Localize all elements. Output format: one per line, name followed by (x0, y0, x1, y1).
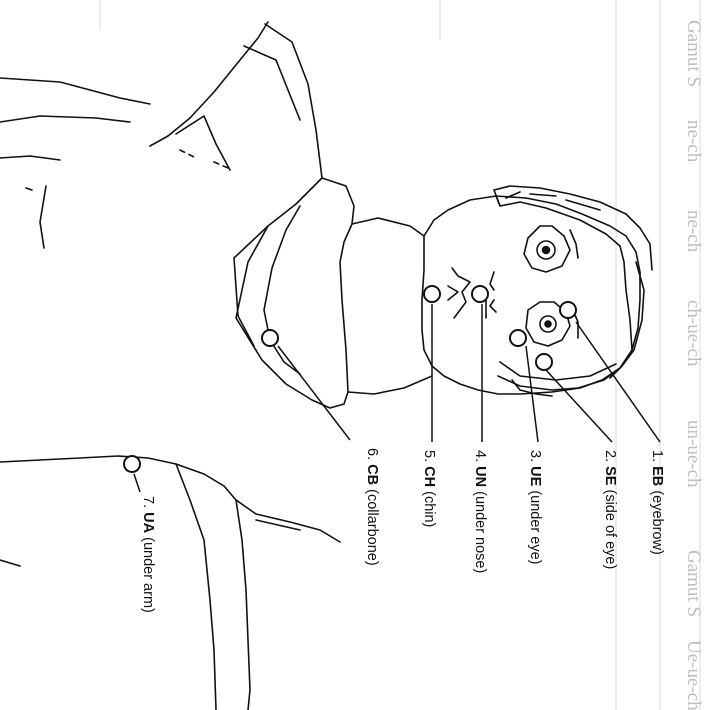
collar (236, 178, 354, 408)
point-description: (side of eye) (602, 490, 618, 570)
point-code: EB (649, 466, 665, 486)
mouth (452, 268, 470, 318)
bleed-through-text: Gamut S (682, 20, 704, 87)
neck (352, 218, 424, 236)
bleed-through-text: ch-ue-ch (682, 300, 704, 366)
marker-under-nose (472, 286, 488, 302)
point-markers (124, 286, 576, 472)
eyes (524, 226, 578, 346)
point-label-under-eye: 3. UE (under eye) (527, 450, 543, 564)
shirt-lower-line (0, 78, 150, 104)
bleed-through-text: un-ue-ch (682, 420, 704, 488)
point-label-eyebrow: 1. EB (eyebrow) (649, 450, 665, 555)
point-code: CB (364, 464, 380, 485)
point-number: 4. (472, 450, 488, 462)
point-code: UA (140, 512, 156, 533)
point-code: SE (602, 466, 618, 485)
marker-chin (424, 286, 440, 302)
leader-line-6 (278, 346, 350, 440)
point-description: (under eye) (527, 490, 543, 564)
point-number: 5. (421, 450, 437, 462)
point-description: (collarbone) (364, 489, 380, 566)
point-code: CH (421, 466, 437, 487)
leader-lines (134, 304, 660, 492)
marker-under-eye (510, 330, 526, 346)
point-label-under-arm: 7. UA (under arm) (140, 496, 156, 613)
bleed-through-text: Gamut S (682, 550, 704, 617)
point-description: (eyebrow) (649, 490, 665, 554)
marker-side-of-eye (536, 354, 552, 370)
marker-collarbone (262, 330, 278, 346)
point-label-collarbone: 6. CB (collarbone) (364, 448, 380, 566)
point-description: (under nose) (472, 491, 488, 573)
point-number: 3. (527, 450, 543, 462)
point-code: UN (472, 466, 488, 487)
point-label-side-of-eye: 2. SE (side of eye) (602, 450, 618, 569)
point-description: (under arm) (140, 537, 156, 613)
torso-outline (0, 456, 340, 542)
leader-line-1 (576, 322, 660, 442)
marker-under-arm (124, 456, 140, 472)
point-code: UE (527, 466, 543, 486)
background-grid (100, 0, 700, 710)
point-number: 2. (602, 450, 618, 462)
point-number: 7. (140, 496, 156, 508)
bleed-through-text: ne-ch (682, 120, 704, 162)
point-label-chin: 5. CH (chin) (421, 450, 437, 527)
nose (490, 272, 496, 312)
bleed-through-text: Ue-ue-ch (682, 640, 704, 710)
point-label-under-nose: 4. UN (under nose) (472, 450, 488, 573)
marker-eyebrow (560, 302, 576, 318)
hair (496, 196, 632, 350)
point-number: 6. (364, 448, 380, 460)
bleed-through-text: ne-ch (682, 210, 704, 252)
point-number: 1. (649, 450, 665, 462)
point-description: (chin) (421, 491, 437, 527)
leader-line-7 (134, 474, 140, 492)
